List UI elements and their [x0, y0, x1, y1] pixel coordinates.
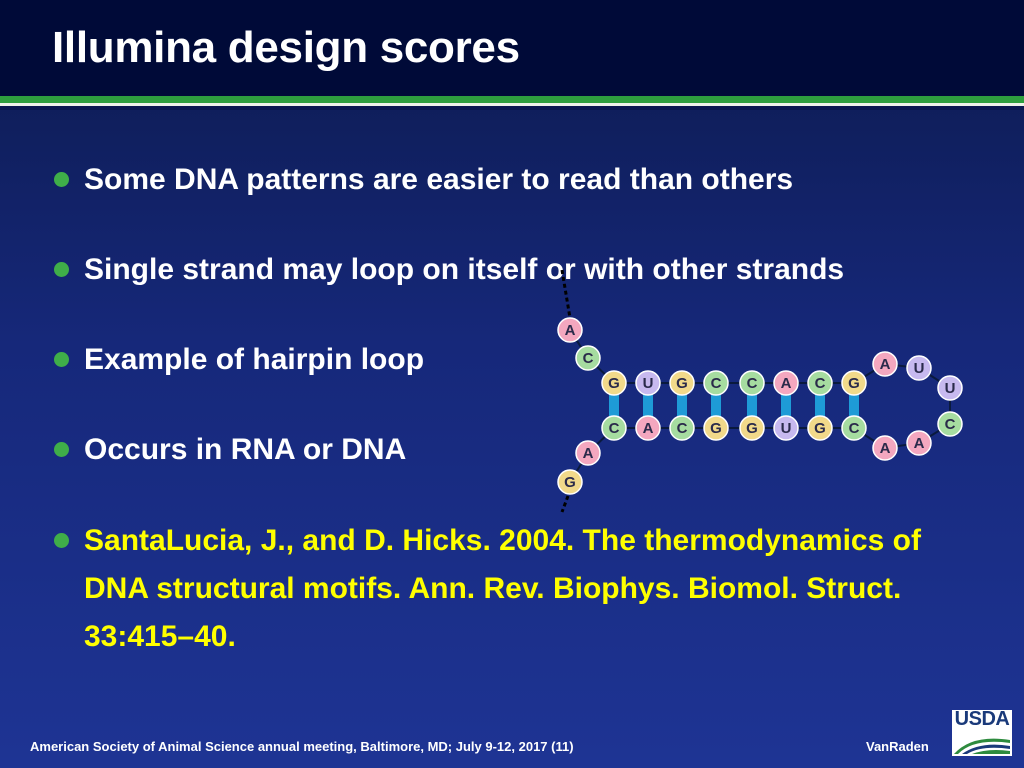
header-green-rule: [0, 96, 1024, 103]
bullet-text: Some DNA patterns are easier to read tha…: [84, 163, 794, 196]
svg-text:G: G: [608, 375, 620, 392]
bullet-dot-icon: [54, 533, 69, 548]
svg-text:C: C: [815, 375, 826, 392]
nucleotide-bottom-strand: U: [773, 415, 799, 441]
nucleotide-bottom-strand: C: [841, 415, 867, 441]
svg-text:U: U: [945, 380, 956, 397]
svg-text:A: A: [880, 440, 891, 457]
svg-text:G: G: [746, 420, 758, 437]
usda-logo-text: USDA: [954, 710, 1010, 730]
nucleotide-bottom-strand: G: [739, 415, 765, 441]
bullet-dot-icon: [54, 172, 69, 187]
bullet-dot-icon: [54, 262, 69, 277]
base-pair-bond: [815, 395, 825, 416]
svg-text:A: A: [565, 322, 576, 339]
nucleotide-top-strand: C: [807, 370, 833, 396]
svg-text:C: C: [583, 350, 594, 367]
svg-text:A: A: [643, 420, 654, 437]
nucleotide-bottom-strand: C: [669, 415, 695, 441]
base-pair-bond: [609, 395, 619, 416]
nucleotide-top-strand: G: [841, 370, 867, 396]
nucleotide-top-strand: U: [635, 370, 661, 396]
svg-text:C: C: [849, 420, 860, 437]
header-navy-rule: [0, 106, 1024, 110]
base-pair-bond: [677, 395, 687, 416]
svg-text:U: U: [914, 360, 925, 377]
footer-meeting-info: American Society of Animal Science annua…: [30, 739, 574, 754]
nucleotide-top-strand: A: [773, 370, 799, 396]
nucleotide-bottom-strand: A: [635, 415, 661, 441]
svg-text:A: A: [781, 375, 792, 392]
bullet-dot-icon: [54, 352, 69, 367]
nucleotide-bottom-strand: G: [807, 415, 833, 441]
nucleotide-loop: A: [872, 351, 898, 377]
nucleotide-top-strand: G: [601, 370, 627, 396]
nucleotide-loop: A: [906, 430, 932, 456]
svg-text:U: U: [781, 420, 792, 437]
svg-text:C: C: [609, 420, 620, 437]
nucleotide-loop: U: [937, 375, 963, 401]
nucleotide-bottom-tail: A: [575, 440, 601, 466]
slide-title: Illumina design scores: [52, 23, 520, 72]
base-pair-bond: [849, 395, 859, 416]
nucleotide-loop: C: [937, 411, 963, 437]
svg-text:G: G: [564, 474, 576, 491]
svg-text:G: G: [848, 375, 860, 392]
svg-text:G: G: [710, 420, 722, 437]
nucleotide-top-strand: C: [703, 370, 729, 396]
svg-text:A: A: [914, 435, 925, 452]
reference-citation: SantaLucia, J., and D. Hicks. 2004. The …: [84, 524, 921, 653]
footer-author: VanRaden: [866, 739, 929, 754]
nucleotide-loop: U: [906, 355, 932, 381]
header-white-rule: [0, 103, 1024, 106]
svg-text:A: A: [583, 445, 594, 462]
nucleotide-top-strand: C: [739, 370, 765, 396]
svg-text:C: C: [711, 375, 722, 392]
svg-text:U: U: [643, 375, 654, 392]
bullet-text: Occurs in RNA or DNA: [84, 433, 407, 466]
slide-header: Illumina design scores: [0, 0, 1024, 96]
base-pair-bond: [711, 395, 721, 416]
nucleotide-top-tail: A: [557, 317, 583, 343]
bullet-dot-icon: [54, 442, 69, 457]
nucleotide-bottom-strand: G: [703, 415, 729, 441]
svg-text:C: C: [677, 420, 688, 437]
nucleotide-bottom-tail: G: [557, 469, 583, 495]
svg-text:G: G: [814, 420, 826, 437]
base-pair-bond: [781, 395, 791, 416]
svg-text:C: C: [747, 375, 758, 392]
svg-text:C: C: [945, 416, 956, 433]
base-pair-bond: [643, 395, 653, 416]
usda-hills-icon: [954, 738, 1010, 754]
bullet-text: Single strand may loop on itself or with…: [84, 253, 845, 286]
nucleotide-bottom-strand: C: [601, 415, 627, 441]
usda-logo: USDA: [952, 710, 1012, 756]
svg-text:A: A: [880, 356, 891, 373]
nucleotide-top-tail: C: [575, 345, 601, 371]
base-pair-bond: [747, 395, 757, 416]
svg-text:G: G: [676, 375, 688, 392]
nucleotide-loop: A: [872, 435, 898, 461]
nucleotide-top-strand: G: [669, 370, 695, 396]
bullet-text: Example of hairpin loop: [84, 343, 425, 376]
